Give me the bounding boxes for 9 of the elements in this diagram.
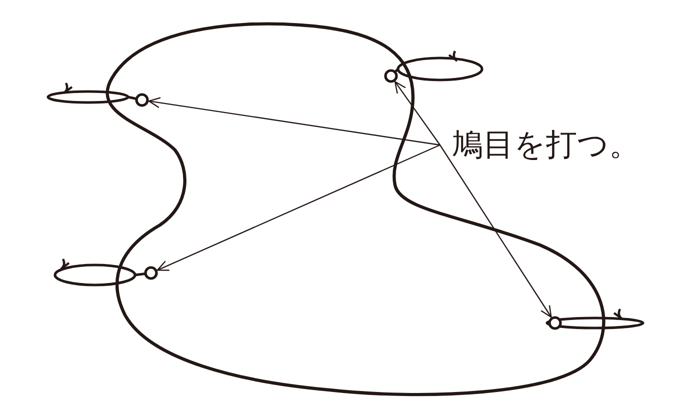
leader-arrow (148, 97, 440, 146)
grommet (143, 265, 159, 281)
callout-text: 鳩目を打つ。 (451, 126, 640, 165)
grommet (547, 315, 563, 331)
leader-arrow (440, 144, 552, 318)
grommet (383, 68, 399, 84)
leader-arrow (156, 144, 440, 271)
grommet (134, 92, 150, 108)
leader-arrow (394, 81, 440, 146)
